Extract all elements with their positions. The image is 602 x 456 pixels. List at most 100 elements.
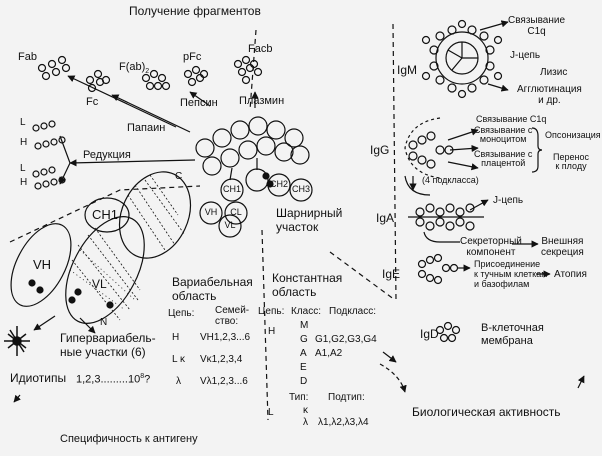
subtype-label: Подтип: — [328, 392, 365, 403]
arrow-reduction — [69, 159, 196, 167]
arrow-hypervariable-left — [33, 315, 56, 331]
arrow-papain — [111, 94, 191, 133]
class-label: G — [300, 334, 308, 345]
chain-l1-label: L — [20, 117, 26, 128]
arrow-bio-activity-right — [577, 375, 585, 389]
antibody-molecule — [195, 116, 313, 238]
b-cell-membrane-label: В-клеточная мембрана — [481, 322, 544, 347]
class-label: D — [300, 376, 308, 387]
constant-col-class: Класс: — [291, 306, 321, 317]
chain-l2-label: L — [20, 163, 26, 174]
igg-placenta-binding: Связывание с плацентой — [474, 149, 533, 169]
fab-label: Fab — [18, 51, 37, 63]
constant-h-chain: H — [268, 326, 276, 337]
lambda-label: λ — [303, 417, 308, 428]
constant-l-chain: L — [268, 407, 274, 418]
class-label: M — [300, 320, 309, 331]
divider-right-vertical — [392, 23, 397, 301]
arrow-hypervariable-right — [79, 317, 96, 334]
variable-col-family: Семей- ство: — [215, 305, 250, 327]
arrow-idiotypes — [13, 394, 21, 403]
molecule-cl-label: CL — [230, 207, 242, 217]
reduction-label: Редукция — [83, 149, 131, 161]
hinge-label: Шарнирный участок — [276, 206, 343, 235]
brace-opsonization — [531, 127, 543, 173]
atopy-label: Атопия — [554, 269, 587, 280]
mast-cell-binding-label: Присоединение к тучным клеткам и базофил… — [474, 259, 548, 289]
iga-j-chain: J-цепь — [493, 195, 524, 206]
pfc-fragment-icon — [183, 65, 209, 87]
fetal-transfer-label: Перенос к плоду — [553, 152, 589, 172]
molecule-vh-label: VH — [204, 207, 218, 217]
arrow-igg-c1q — [447, 128, 479, 141]
class-label: E — [300, 362, 307, 373]
fab-fragment-icon — [37, 55, 71, 81]
igg-subclasses-label: (4 подкласса) — [422, 175, 479, 185]
idiotypes-label: Идиотипы — [10, 371, 67, 385]
arrow-reduction-chains — [60, 135, 71, 184]
bracket-secretory — [423, 231, 460, 243]
igd-label: IgD — [420, 327, 439, 341]
domain-vh-label: VH — [33, 257, 52, 272]
kappa-label: κ — [303, 405, 308, 416]
variable-region-title: Вариабельная область — [172, 275, 253, 303]
igg-c1q-binding: Связывание C1q — [476, 114, 547, 124]
fc-label: Fc — [86, 96, 99, 108]
chain-h2-label: H — [20, 177, 28, 188]
brace-igg-left — [404, 117, 441, 179]
constant-col-subclass: Подкласс: — [329, 306, 377, 317]
molecule-ch1-label: CH1 — [222, 184, 241, 194]
arrow-papain-fab — [67, 75, 177, 128]
chain-h1-label: H — [20, 137, 28, 148]
antigen-icon — [4, 326, 30, 356]
agglutination-label: Агглютинация и др. — [517, 84, 582, 106]
idiotype-values: 1,2,3.........108? — [76, 373, 151, 386]
iga-label: IgA — [376, 211, 395, 225]
molecule-vl-label: VL — [224, 220, 236, 230]
secretory-component-label: Секреторный компонент — [460, 236, 522, 258]
arrow-igm-c1q — [479, 20, 509, 31]
hypervariable-label: Гипервариабель- ные участки (6) — [60, 331, 156, 359]
arrow-constant-bio — [382, 351, 397, 363]
type-label: Тип: — [289, 392, 309, 403]
ige-label: IgE — [382, 267, 401, 281]
external-secretion-label: Внешняя секреция — [541, 236, 584, 258]
molecule-ch3-label: CH3 — [291, 184, 310, 194]
iga-dimer-icon — [408, 203, 484, 231]
domain-view — [10, 171, 192, 324]
arrow-igg-monocyte — [449, 144, 479, 153]
variable-row-chain: L κ — [172, 354, 185, 365]
chain-l1-icon — [32, 120, 56, 132]
domain-n-label: N — [100, 317, 108, 328]
domain-ch1-label: CH1 — [92, 207, 119, 222]
facb-label: Facb — [248, 43, 273, 55]
variable-row-family: Vκ1,2,3,4 — [200, 354, 243, 365]
arrow-igm-j — [487, 83, 509, 92]
arrow-bio-activity-left — [379, 363, 407, 393]
lambda-subtypes: λ1,λ2,λ3,λ4 — [318, 417, 369, 428]
arrow-igg-placenta — [447, 161, 479, 171]
igm-label: IgM — [397, 63, 418, 77]
molecule-ch2-label: CH2 — [269, 179, 288, 189]
domain-vl-label: VL — [92, 277, 107, 291]
divider-right-bottom — [329, 251, 396, 301]
class-label: A — [300, 348, 307, 359]
ige-monomer-icon — [417, 253, 459, 285]
biological-activity-label: Биологическая активность — [412, 405, 561, 419]
facb-fragment-icon — [233, 55, 263, 85]
fragments-title: Получение фрагментов — [129, 4, 261, 18]
igg-label: IgG — [370, 143, 390, 157]
g-subclasses: G1,G2,G3,G4 — [315, 334, 377, 345]
variable-row-chain: λ — [176, 376, 181, 387]
variable-row-family: VH1,2,3...6 — [200, 332, 251, 343]
lysis-label: Лизис — [540, 67, 568, 78]
igm-c1q-binding: Связывание C1q — [508, 15, 566, 37]
constant-col-chain: Цепь: — [258, 306, 285, 317]
arrow-pepsin — [189, 91, 211, 107]
igm-j-chain: J-цепь — [510, 50, 541, 61]
igd-monomer-icon — [435, 321, 461, 343]
variable-row-chain: H — [172, 332, 180, 343]
papain-label: Папаин — [127, 122, 166, 134]
variable-row-family: Vλ1,2,3...6 — [200, 376, 248, 387]
